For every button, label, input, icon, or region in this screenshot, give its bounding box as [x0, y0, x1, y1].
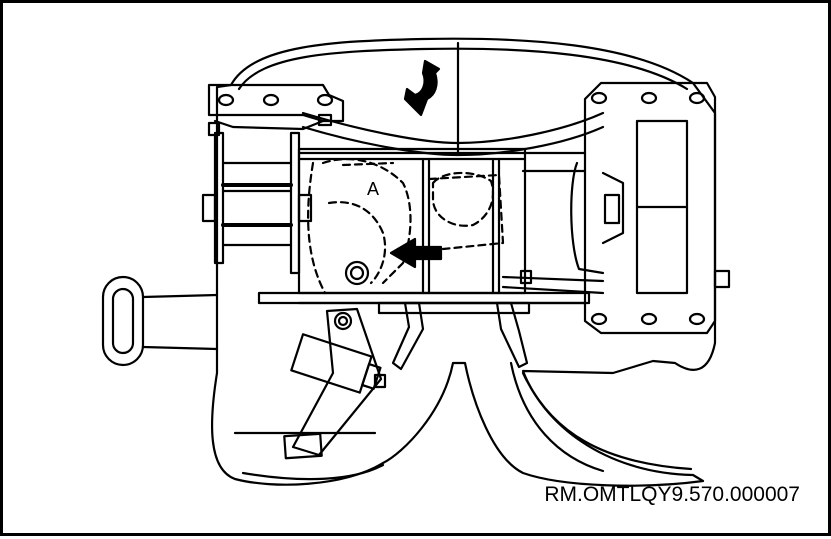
direction-arrow: [389, 237, 443, 269]
lower-left-lobe: [233, 431, 385, 481]
body-outline: [211, 37, 717, 487]
top-crossbar-inner: [301, 125, 605, 157]
lower-right-lobe: [509, 361, 693, 473]
jaw-right: [495, 301, 529, 369]
lower-crossbar: [257, 291, 591, 305]
release-knob: [344, 260, 370, 286]
callout-label-a: A: [367, 179, 379, 199]
handle-grip: [101, 275, 145, 367]
actuator-cylinder: [290, 333, 382, 394]
right-mount-plate: [583, 81, 717, 335]
hidden-lines: [307, 158, 505, 295]
left-mount-plate: [207, 83, 345, 123]
jaw-left: [391, 301, 425, 371]
top-crossbar: [301, 111, 605, 145]
body-inner-rim: [237, 47, 689, 91]
fifth-wheel-underside-diagram: A: [101, 37, 731, 487]
central-frame: [297, 147, 527, 295]
rotation-arrow: [403, 59, 441, 117]
reference-code: RM.OMTLQY9.570.000007: [544, 483, 800, 506]
